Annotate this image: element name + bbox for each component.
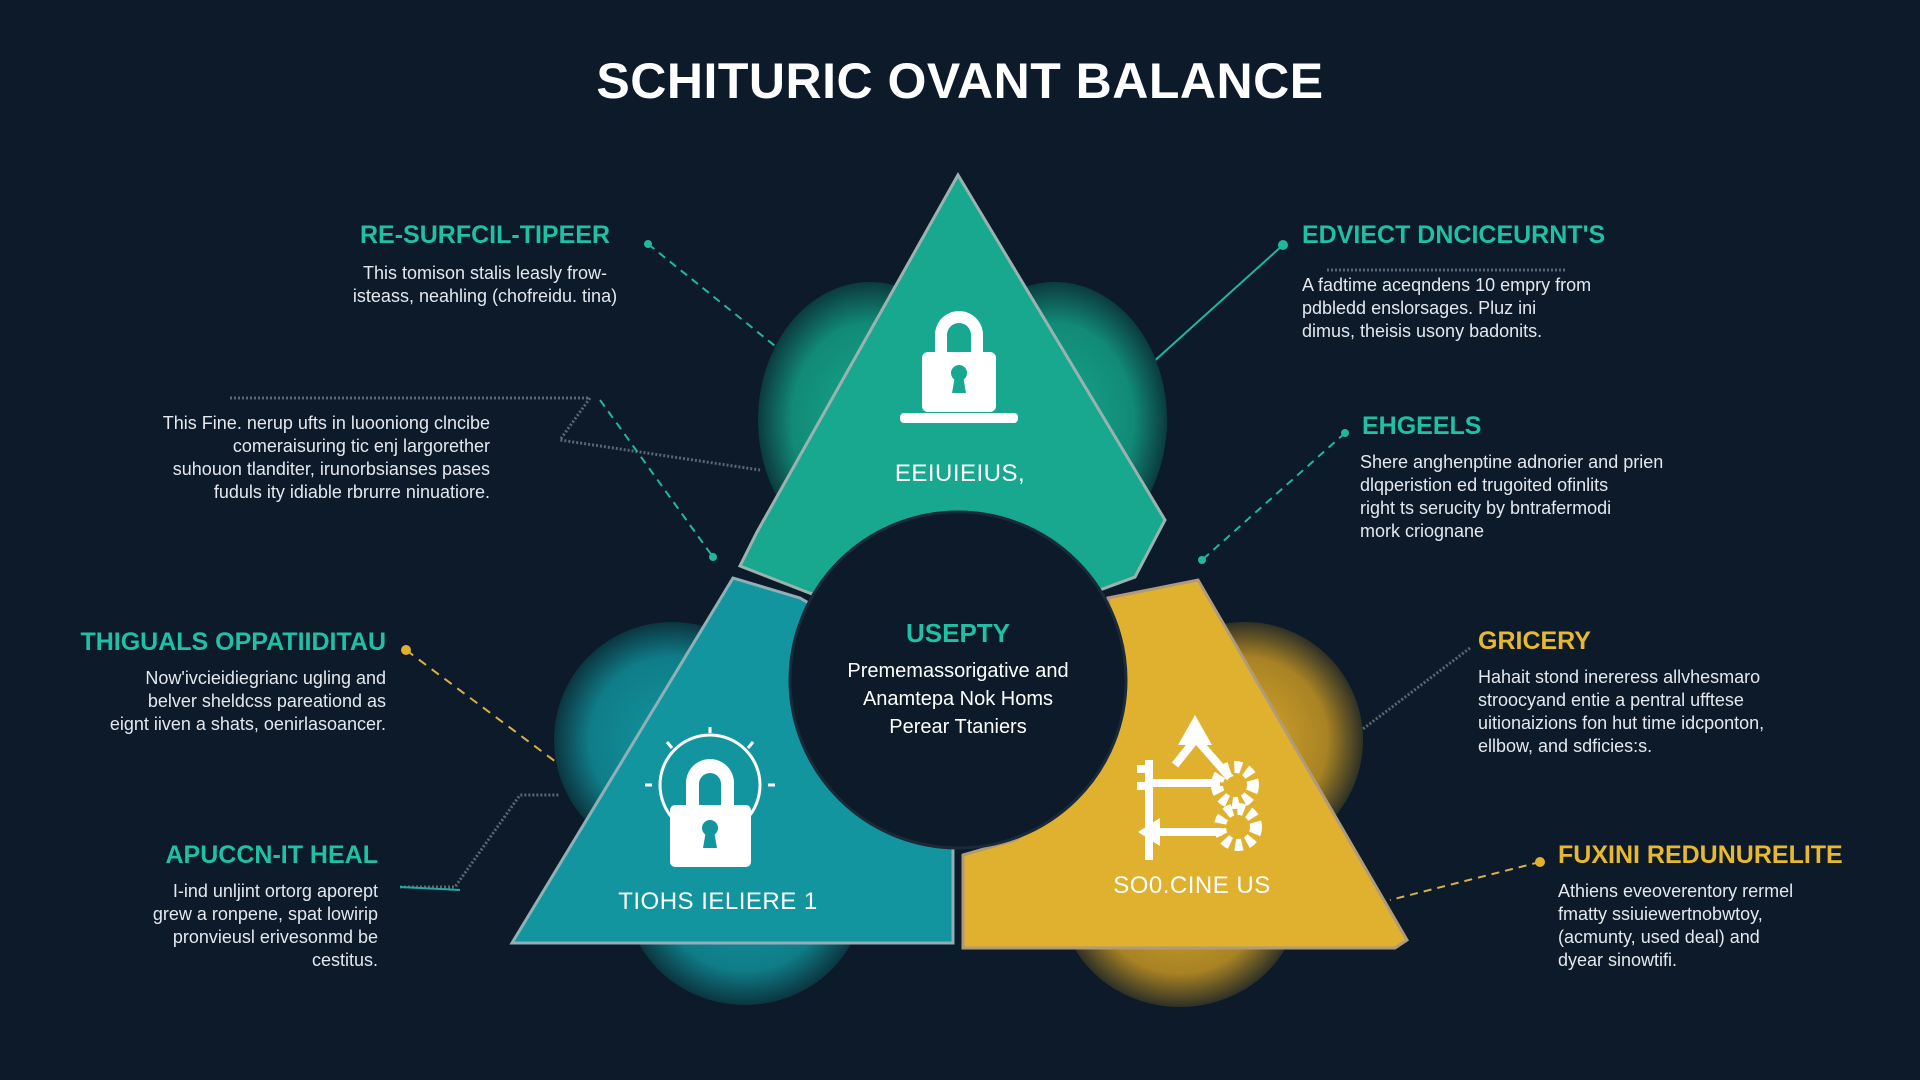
core-circle	[788, 510, 1128, 850]
page-title: SCHITURIC OVANT BALANCE	[596, 53, 1324, 109]
core-heading: USEPTY	[905, 618, 1011, 648]
left-block-1: RE-SURFCIL-TIPEER This tomison stalis le…	[352, 221, 618, 306]
right-block-4: FUXINI REDUNURELITE Athiens eveoverentor…	[1558, 841, 1843, 970]
right-block-1: EDVIECT DNCICEURNT'S A fadtime aceqndens…	[1302, 221, 1606, 341]
padlock-laptop-icon	[900, 311, 1018, 423]
right-block-3: GRICERY Hahait stond inereress allvhesma…	[1478, 627, 1765, 756]
segment-label-left: TIOHS IELIERE 1	[618, 888, 818, 915]
segment-label-right: SO0.CINE US	[1113, 872, 1271, 899]
core-body: Prememassorigative and Anamtepa Nok Homs…	[847, 660, 1069, 738]
core-block: USEPTY Prememassorigative and Anamtepa N…	[808, 618, 1108, 741]
left-block-3: THIGUALS OPPATIIDITAU Now'ivcieidiegrian…	[80, 628, 386, 734]
padlock-lightbulb-icon	[645, 727, 775, 867]
left-block-2: This Fine. nerup ufts in luooniong clnci…	[162, 413, 490, 502]
left-block-4: APUCCN-IT HEAL I-ind unljint ortorg apor…	[152, 841, 378, 970]
key-gears-arrows-icon	[1137, 715, 1262, 860]
segment-label-top: EEIUIEIUS,	[894, 460, 1026, 487]
right-block-2: EHGEELS Shere anghenptine adnorier and p…	[1360, 412, 1664, 541]
